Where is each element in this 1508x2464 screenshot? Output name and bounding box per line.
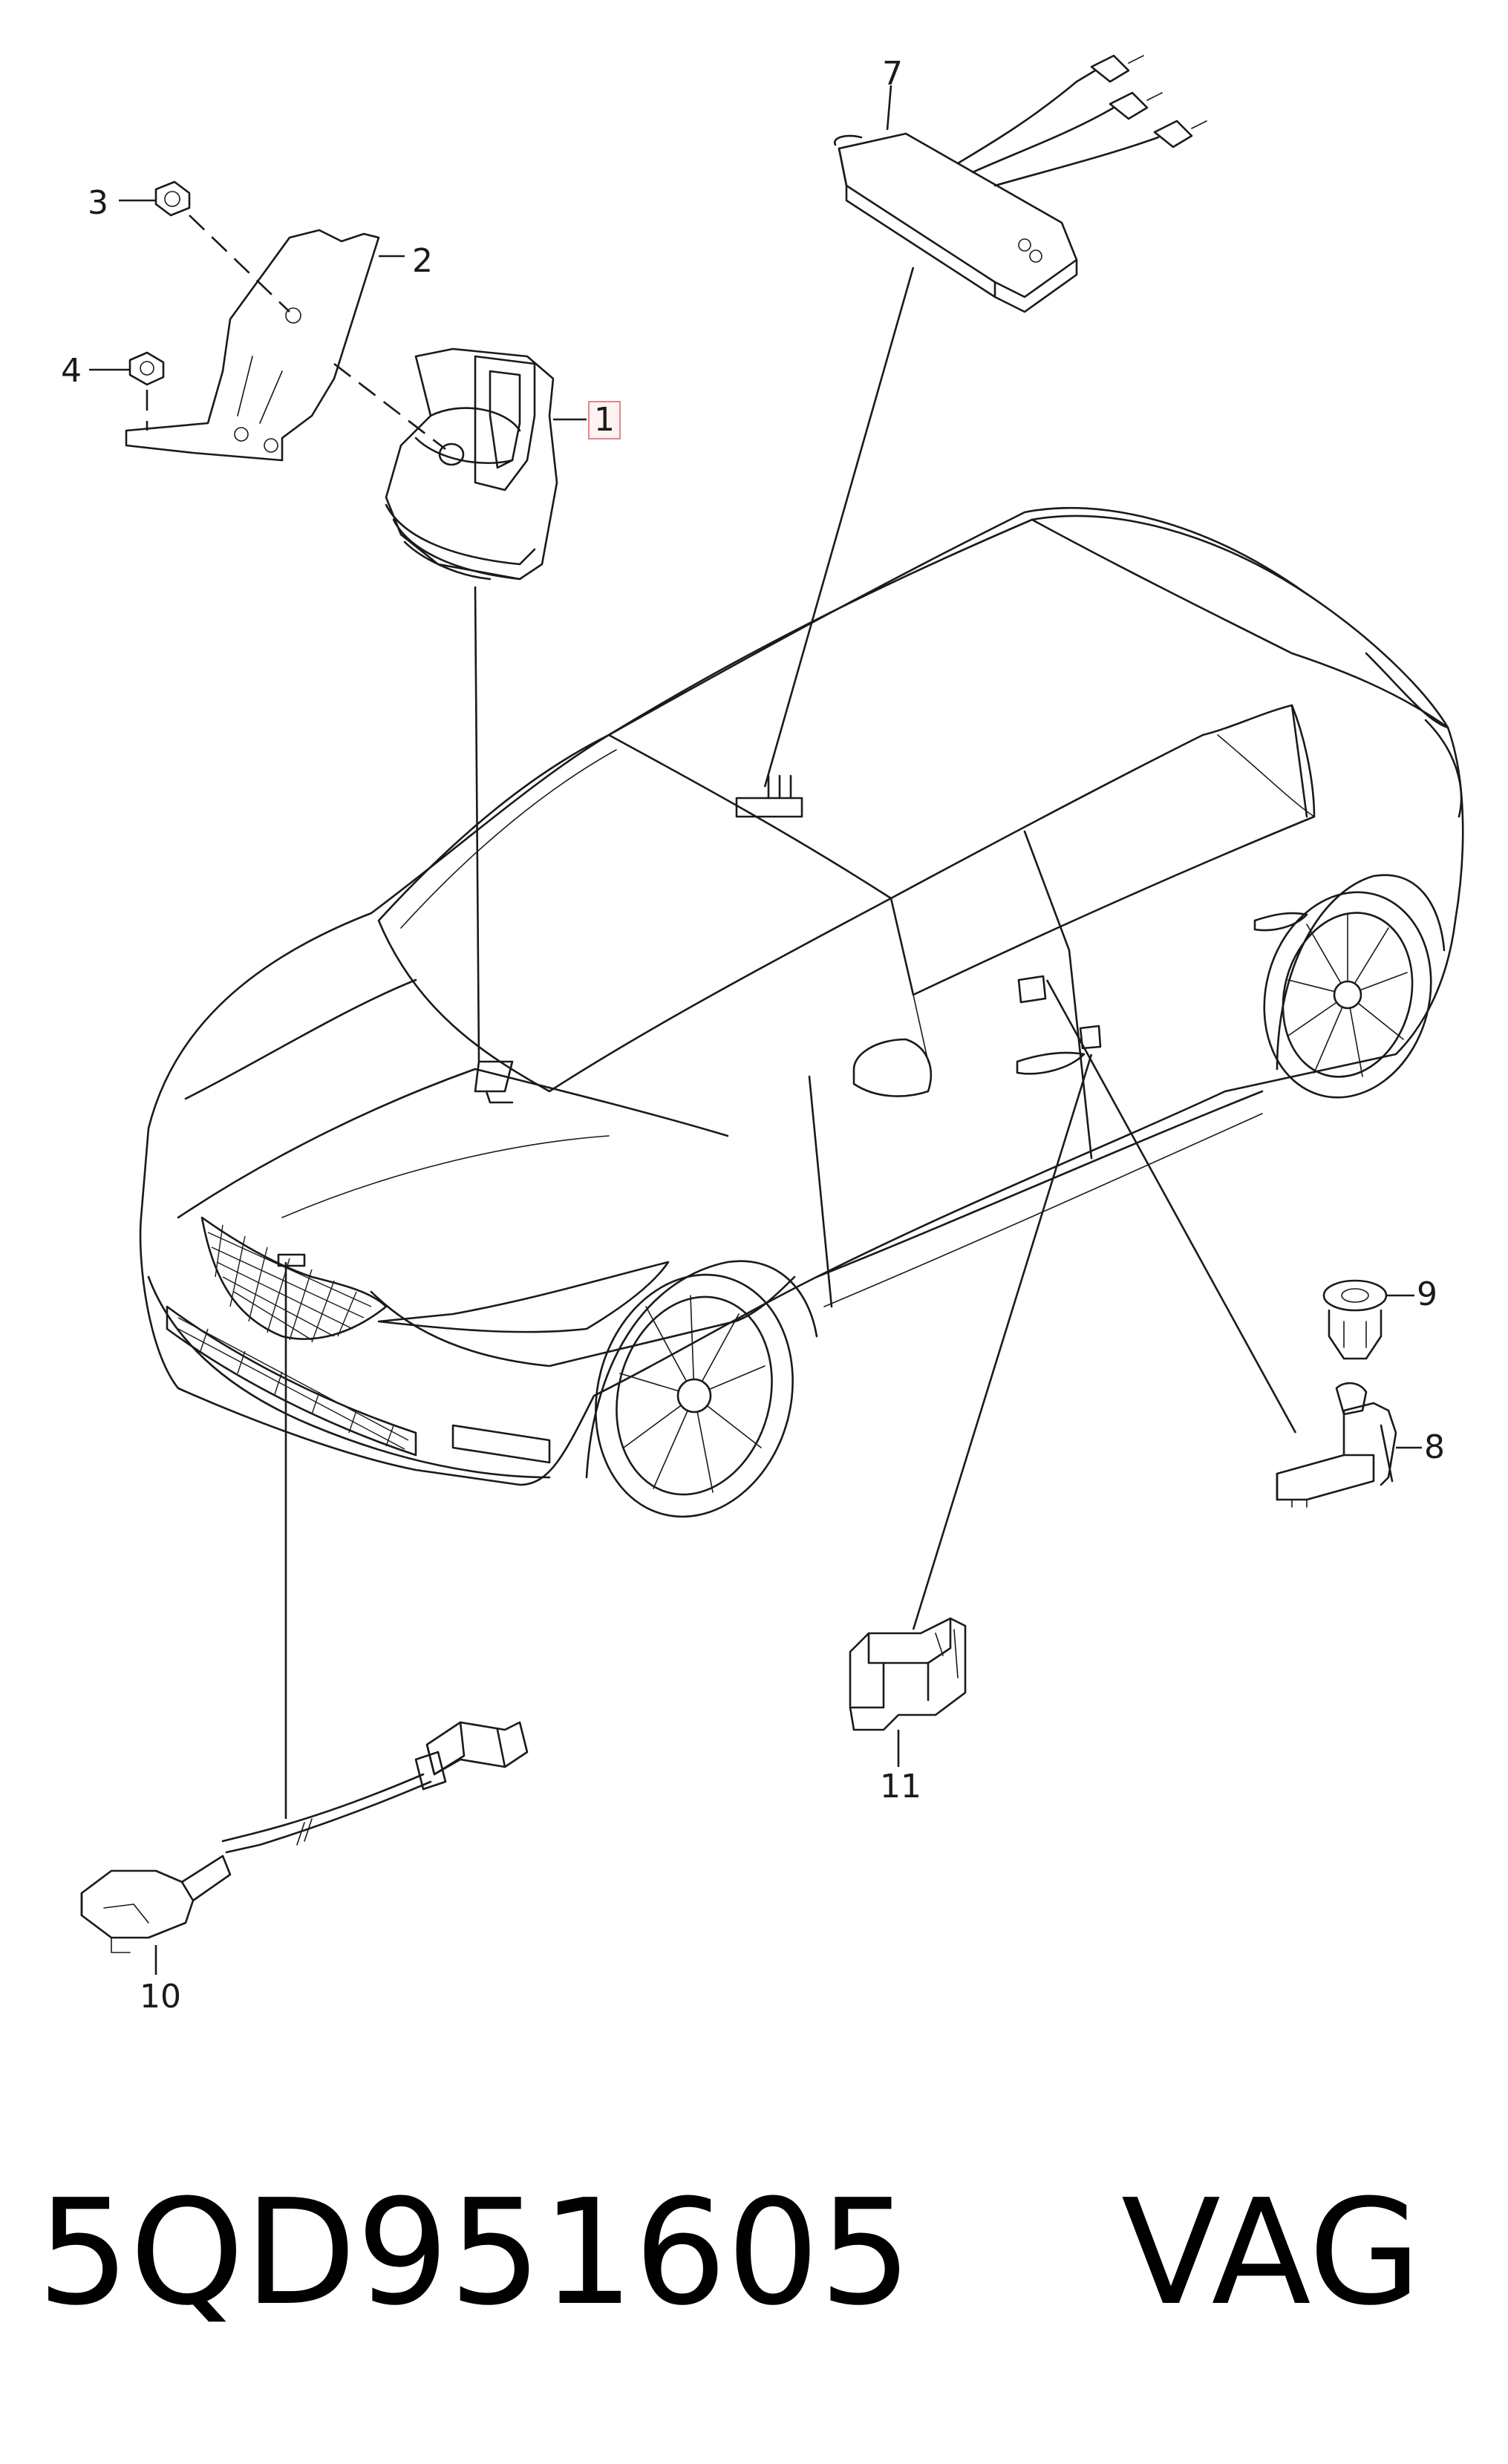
callout-8: 8 xyxy=(1424,1428,1445,1466)
callout-4: 4 xyxy=(61,352,82,390)
part-3-nut xyxy=(119,180,290,313)
callout-1-highlighted: 1 xyxy=(588,401,621,439)
part-number: 5QD951605 xyxy=(37,2169,913,2338)
callout-2: 2 xyxy=(412,242,433,280)
part-7-control-unit xyxy=(833,54,1207,313)
part-2-bracket xyxy=(125,229,405,462)
caption: 5QD951605 VAG xyxy=(37,2168,1485,2339)
brand-name: VAG xyxy=(1121,2169,1422,2338)
part-8-door-sensor xyxy=(1276,1382,1422,1508)
callout-10: 10 xyxy=(140,1978,181,2016)
part-10-wiring-harness xyxy=(80,1721,529,1975)
callout-9: 9 xyxy=(1417,1275,1437,1313)
part-1-sensor xyxy=(333,347,587,581)
callout-3: 3 xyxy=(88,184,108,222)
part-4-nut xyxy=(89,351,165,431)
car-illustration xyxy=(139,506,1464,1518)
callout-11: 11 xyxy=(880,1768,921,1805)
part-9-clip xyxy=(1322,1279,1414,1360)
part-11-switch xyxy=(849,1617,967,1767)
callout-7: 7 xyxy=(882,55,903,93)
